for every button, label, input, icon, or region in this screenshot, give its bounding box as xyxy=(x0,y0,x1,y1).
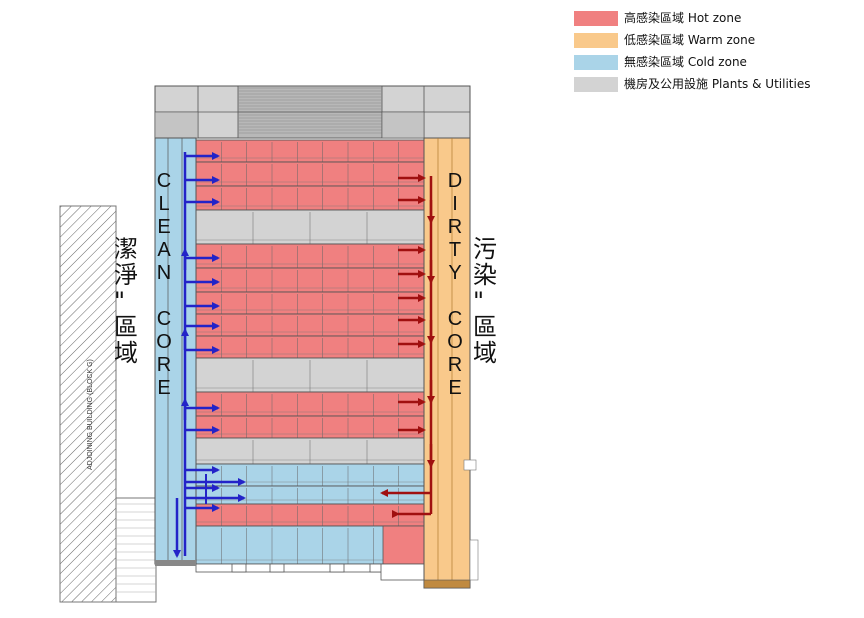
floor-hot xyxy=(195,267,425,293)
label-char: C xyxy=(156,170,172,192)
cjk-char: 淨 xyxy=(114,261,138,289)
cjk-char: 區 xyxy=(114,313,138,341)
pile-cap xyxy=(329,563,345,573)
legend-label-hot: 高感染區域 Hot zone xyxy=(624,11,742,25)
label-char: O xyxy=(156,331,172,353)
label-char: C xyxy=(447,308,463,330)
label-char: O xyxy=(447,331,463,353)
label-char: D xyxy=(447,170,463,192)
annex xyxy=(115,497,157,603)
legend-label-cold: 無感染區域 Cold zone xyxy=(624,55,747,69)
floor-hot xyxy=(195,139,425,163)
label-char: E xyxy=(448,377,462,399)
floor-hot xyxy=(195,161,425,187)
label-char: L xyxy=(158,193,170,215)
floor-hot xyxy=(195,415,425,439)
ground-slab xyxy=(195,563,382,573)
cjk-char: 染 xyxy=(473,261,497,289)
ext-detail xyxy=(469,539,479,581)
label-char: A xyxy=(157,239,171,261)
roof-block xyxy=(154,111,199,139)
ramp xyxy=(380,563,425,581)
cjk-char: " xyxy=(114,287,126,315)
label-char: R xyxy=(447,216,463,238)
legend-swatch-warm xyxy=(574,33,618,48)
label-char xyxy=(443,285,467,308)
adjoining-building-label: ADJOINING BUILDING (BLOCK G) xyxy=(87,359,94,470)
pile-cap xyxy=(231,563,247,573)
label-char: E xyxy=(157,377,171,399)
adjoining-building xyxy=(59,205,117,603)
clean-zone-cjk-label: 潔淨"區域 xyxy=(114,236,138,366)
floor-hot xyxy=(195,313,425,337)
label-char: T xyxy=(448,239,462,261)
legend-swatch-cold xyxy=(574,55,618,70)
floor-hot xyxy=(195,185,425,211)
cjk-char: 域 xyxy=(114,339,138,367)
clean-core-base xyxy=(155,560,196,566)
label-char: R xyxy=(447,354,463,376)
label-char: C xyxy=(156,308,172,330)
roof-block xyxy=(381,111,425,139)
legend-label-plants: 機房及公用設施 Plants & Utilities xyxy=(624,77,811,91)
dirty-zone-cjk-label: 污染"區域 xyxy=(473,236,497,366)
dirty-core-base xyxy=(423,579,471,589)
cjk-char: 污 xyxy=(473,235,497,263)
pile-cap xyxy=(269,563,285,573)
label-char: E xyxy=(157,216,171,238)
label-char: I xyxy=(452,193,458,215)
label-char: Y xyxy=(448,262,462,284)
cjk-char: 域 xyxy=(473,339,497,367)
legend-swatch-plants xyxy=(574,77,618,92)
lower-hot-room xyxy=(382,525,425,565)
floor-hot xyxy=(195,503,425,527)
legend-swatch-hot xyxy=(574,11,618,26)
label-char xyxy=(152,285,176,308)
label-char: N xyxy=(156,262,172,284)
cjk-char: 區 xyxy=(473,313,497,341)
floor-hot xyxy=(195,243,425,269)
legend-label-warm: 低感染區域 Warm zone xyxy=(624,33,756,47)
ext-detail xyxy=(463,459,477,471)
label-char: R xyxy=(156,354,172,376)
cjk-char: 潔 xyxy=(114,235,138,263)
floor-cold xyxy=(195,485,425,505)
floor-hot xyxy=(195,335,425,359)
cjk-char: " xyxy=(473,287,485,315)
floor-hot xyxy=(195,391,425,417)
floor-hot xyxy=(195,291,425,315)
